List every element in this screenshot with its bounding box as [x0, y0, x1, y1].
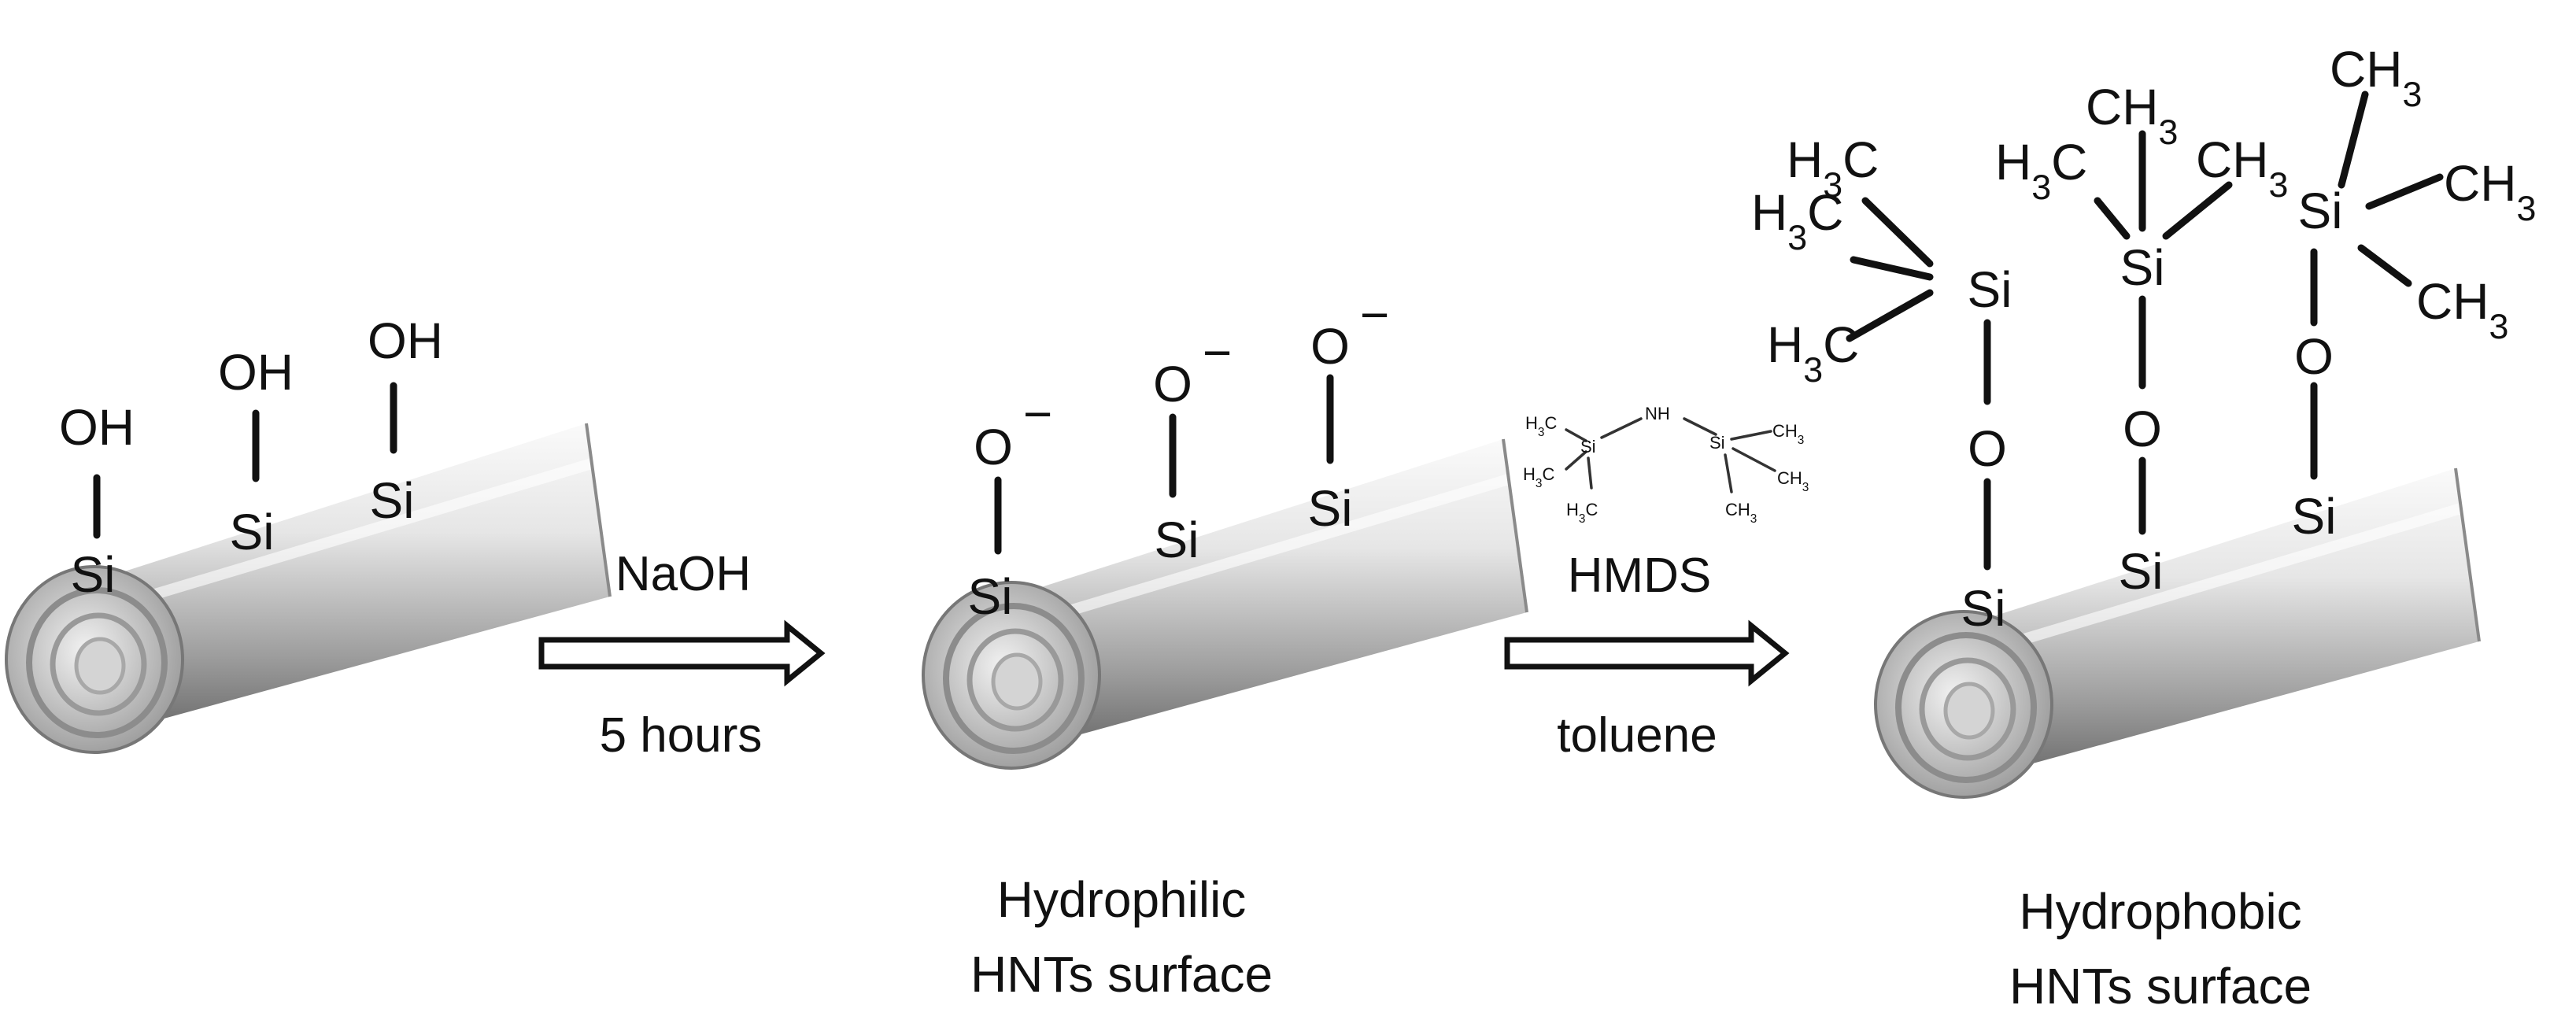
bond-si-ch3 — [2094, 197, 2131, 240]
si-label: Si — [2292, 488, 2337, 545]
si-label: Si — [2119, 543, 2164, 600]
stage1-group-2: OH Si — [218, 344, 294, 560]
si-label: Si — [1155, 512, 1199, 568]
caption-line-1: Hydrophilic — [997, 871, 1247, 928]
si-label: Si — [1580, 437, 1596, 456]
hmds-structure: H3C H3C H3C Si NH Si CH3 CH3 CH3 — [1523, 404, 1809, 526]
arrow-2-solvent: toluene — [1557, 708, 1717, 763]
si-label: Si — [2120, 239, 2165, 296]
negative-charge: − — [1360, 286, 1389, 343]
methyl-label: CH3 — [2196, 131, 2288, 205]
arrow-1-reagent: NaOH — [615, 547, 751, 601]
si-label: Si — [1709, 433, 1725, 453]
bond-si-ch3 — [2162, 181, 2233, 240]
arrow-1-time: 5 hours — [600, 708, 763, 763]
reaction-arrow — [538, 619, 826, 687]
bond — [1600, 417, 1643, 439]
stage1-group-3: OH Si — [368, 312, 443, 529]
oh-label: OH — [368, 312, 443, 369]
stage2-caption: Hydrophilic HNTs surface — [970, 871, 1273, 1003]
stage3-group-1: H3C H3C H3C Si O Si — [1751, 131, 2012, 637]
bond-si-ch3 — [2357, 244, 2412, 287]
stage1-group-1: OH Si — [59, 399, 135, 603]
o-label: O — [1968, 420, 2007, 477]
stage3-group-3: CH3 CH3 CH3 Si O Si — [2292, 41, 2537, 545]
stage2-group-2: O − Si — [1153, 324, 1232, 568]
stage3-group-2: CH3 H3C CH3 Si O Si — [1995, 79, 2288, 600]
si-label: Si — [230, 504, 275, 560]
o-label: O — [1310, 318, 1350, 375]
methyl-label: H3C — [1523, 464, 1554, 490]
bond — [1565, 450, 1587, 471]
methyl-label: H3C — [1767, 316, 1859, 390]
bond — [1587, 456, 1593, 490]
si-label: Si — [71, 546, 116, 603]
caption-line-1: Hydrophobic — [2019, 883, 2301, 940]
bond-si-ch3 — [1850, 256, 1934, 281]
methyl-label: H3C — [1525, 413, 1557, 439]
oh-label: OH — [59, 399, 135, 456]
methyl-label: CH3 — [1777, 468, 1809, 494]
negative-charge: − — [1023, 386, 1052, 442]
bond-si-ch3 — [1846, 289, 1934, 342]
si-label: Si — [968, 568, 1013, 625]
methyl-label: CH3 — [2444, 155, 2536, 228]
si-label: Si — [2298, 183, 2343, 239]
o-label: O — [2123, 401, 2162, 457]
reaction-arrow — [1504, 619, 1790, 687]
methyl-label: CH3 — [2416, 273, 2508, 346]
arrow-2-reagent: HMDS — [1568, 549, 1712, 603]
methyl-label: H3C — [1751, 184, 1843, 257]
bond — [1565, 428, 1587, 442]
methyl-label: CH3 — [1772, 421, 1804, 447]
bond — [1730, 430, 1772, 441]
bond — [1724, 453, 1733, 493]
oh-label: OH — [218, 344, 294, 401]
caption-line-2: HNTs surface — [970, 946, 1273, 1003]
si-label: Si — [1968, 261, 2012, 318]
methyl-label: CH3 — [2330, 41, 2422, 114]
caption-line-2: HNTs surface — [2009, 958, 2312, 1014]
o-label: O — [2294, 328, 2334, 385]
nh-label: NH — [1645, 404, 1670, 423]
bond-si-ch3 — [1861, 197, 1934, 268]
arrow-1: NaOH 5 hours — [538, 547, 826, 763]
stage2-group-1: O − Si — [968, 386, 1053, 625]
bond — [1732, 447, 1776, 472]
arrow-2: HMDS toluene — [1504, 549, 1790, 763]
o-label: O — [1153, 356, 1192, 412]
bond-si-ch3 — [2365, 173, 2444, 210]
si-label: Si — [370, 472, 415, 529]
methyl-label: H3C — [1566, 500, 1598, 526]
methyl-label: H3C — [1995, 134, 2087, 207]
bond-si-ch3 — [2338, 91, 2369, 189]
si-label: Si — [1961, 580, 2006, 637]
o-label: O — [974, 419, 1013, 475]
methyl-label: CH3 — [1725, 500, 1757, 526]
stage2-group-3: O − Si — [1308, 286, 1390, 537]
bond — [1683, 417, 1717, 436]
stage3-caption: Hydrophobic HNTs surface — [2009, 883, 2312, 1014]
negative-charge: − — [1203, 324, 1232, 381]
stage2-halloysite-tube — [923, 439, 1527, 768]
si-label: Si — [1308, 480, 1353, 537]
methyl-label: CH3 — [2086, 79, 2178, 152]
